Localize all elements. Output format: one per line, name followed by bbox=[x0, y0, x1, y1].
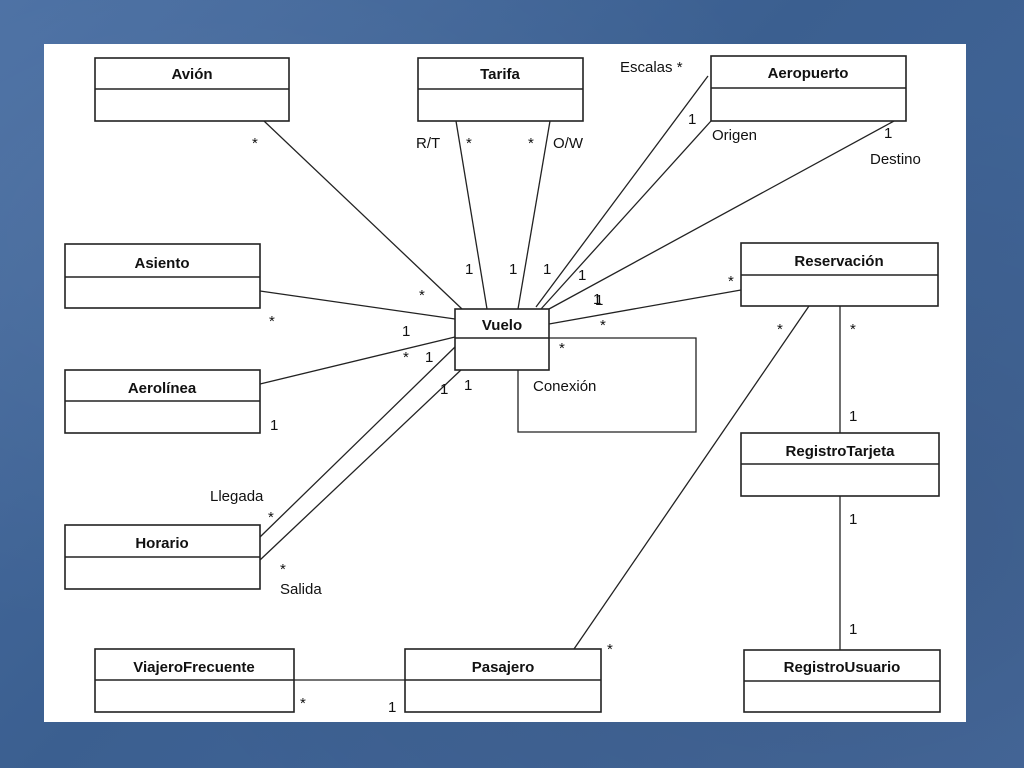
assoc-tarifa-rt bbox=[455, 120, 488, 310]
class-pasajero: Pasajero bbox=[404, 648, 602, 713]
assoc-reservacion-pasajero bbox=[573, 305, 810, 650]
multiplicity: * bbox=[252, 135, 258, 152]
class-name: Vuelo bbox=[482, 317, 522, 334]
role-label: Origen bbox=[712, 127, 757, 144]
class-name: RegistroTarjeta bbox=[786, 443, 896, 460]
class-aeropuerto: Aeropuerto bbox=[710, 55, 907, 122]
class-viajero-frecuente: ViajeroFrecuente bbox=[94, 648, 295, 713]
association-labels: * R/T * * O/W Escalas * 1 Origen 1 Desti… bbox=[210, 59, 921, 716]
class-name: Reservación bbox=[794, 253, 883, 270]
multiplicity: * bbox=[600, 317, 606, 334]
assoc-destino bbox=[548, 120, 895, 310]
assoc-salida bbox=[259, 368, 463, 561]
class-horario: Horario bbox=[64, 524, 261, 590]
associations bbox=[259, 75, 895, 681]
role-label: Llegada bbox=[210, 488, 264, 505]
class-name: RegistroUsuario bbox=[784, 659, 901, 676]
multiplicity: * bbox=[269, 313, 275, 330]
multiplicity: * bbox=[777, 321, 783, 338]
multiplicity: 1 bbox=[849, 408, 857, 425]
multiplicity: 1 bbox=[595, 292, 603, 309]
class-tarifa: Tarifa bbox=[417, 57, 584, 122]
multiplicity: * bbox=[528, 135, 534, 152]
assoc-reservacion-vuelo bbox=[548, 289, 742, 325]
multiplicity: * bbox=[268, 509, 274, 526]
assoc-aerolinea-vuelo bbox=[259, 336, 456, 385]
multiplicity: 1 bbox=[509, 261, 517, 278]
multiplicity: * bbox=[466, 135, 472, 152]
class-name: Tarifa bbox=[480, 66, 520, 83]
multiplicity: * bbox=[559, 340, 565, 357]
multiplicity: 1 bbox=[388, 699, 396, 716]
class-name: Asiento bbox=[134, 255, 189, 272]
class-asiento: Asiento bbox=[64, 243, 261, 309]
multiplicity: 1 bbox=[578, 267, 586, 284]
role-label: O/W bbox=[553, 135, 584, 152]
class-name: Pasajero bbox=[472, 659, 535, 676]
multiplicity: * bbox=[728, 273, 734, 290]
multiplicity: 1 bbox=[425, 349, 433, 366]
class-registro-usuario: RegistroUsuario bbox=[743, 649, 941, 713]
class-vuelo: Vuelo bbox=[454, 308, 550, 371]
class-name: Aerolínea bbox=[128, 380, 197, 397]
multiplicity: 1 bbox=[884, 125, 892, 142]
multiplicity: 1 bbox=[593, 291, 601, 308]
class-name: Aeropuerto bbox=[768, 65, 849, 82]
multiplicity: 1 bbox=[849, 511, 857, 528]
class-name: ViajeroFrecuente bbox=[133, 659, 254, 676]
assoc-llegada bbox=[259, 346, 456, 538]
assoc-escalas bbox=[535, 75, 709, 308]
multiplicity: 1 bbox=[688, 111, 696, 128]
class-name: Avión bbox=[171, 66, 212, 83]
assoc-asiento-vuelo bbox=[259, 290, 456, 320]
multiplicity: * bbox=[300, 695, 306, 712]
assoc-avion-vuelo bbox=[263, 120, 463, 310]
role-label: Escalas * bbox=[620, 59, 683, 76]
role-label: Conexión bbox=[533, 378, 596, 395]
multiplicity: 1 bbox=[464, 377, 472, 394]
class-registro-tarjeta: RegistroTarjeta bbox=[740, 432, 940, 497]
multiplicity: 1 bbox=[270, 417, 278, 434]
assoc-conexion bbox=[517, 337, 697, 433]
role-label: Destino bbox=[870, 151, 921, 168]
assoc-origen bbox=[540, 120, 712, 310]
multiplicity: 1 bbox=[465, 261, 473, 278]
class-name: Horario bbox=[135, 535, 188, 552]
multiplicity: 1 bbox=[849, 621, 857, 638]
multiplicity: * bbox=[607, 641, 613, 658]
multiplicity: 1 bbox=[543, 261, 551, 278]
assoc-tarifa-ow bbox=[517, 120, 551, 310]
uml-class-diagram: Avión Tarifa Aeropuerto Asiento Reservac… bbox=[64, 55, 941, 716]
diagram-slide: Avión Tarifa Aeropuerto Asiento Reservac… bbox=[44, 44, 966, 722]
multiplicity: 1 bbox=[440, 381, 448, 398]
multiplicity: * bbox=[850, 321, 856, 338]
multiplicity: 1 bbox=[402, 323, 410, 340]
class-reservacion: Reservación bbox=[740, 242, 939, 307]
role-label: Salida bbox=[280, 581, 322, 598]
class-aerolinea: Aerolínea bbox=[64, 369, 261, 434]
class-avion: Avión bbox=[94, 57, 290, 122]
multiplicity: * bbox=[403, 349, 409, 366]
multiplicity: * bbox=[419, 287, 425, 304]
multiplicity: * bbox=[280, 561, 286, 578]
role-label: R/T bbox=[416, 135, 440, 152]
